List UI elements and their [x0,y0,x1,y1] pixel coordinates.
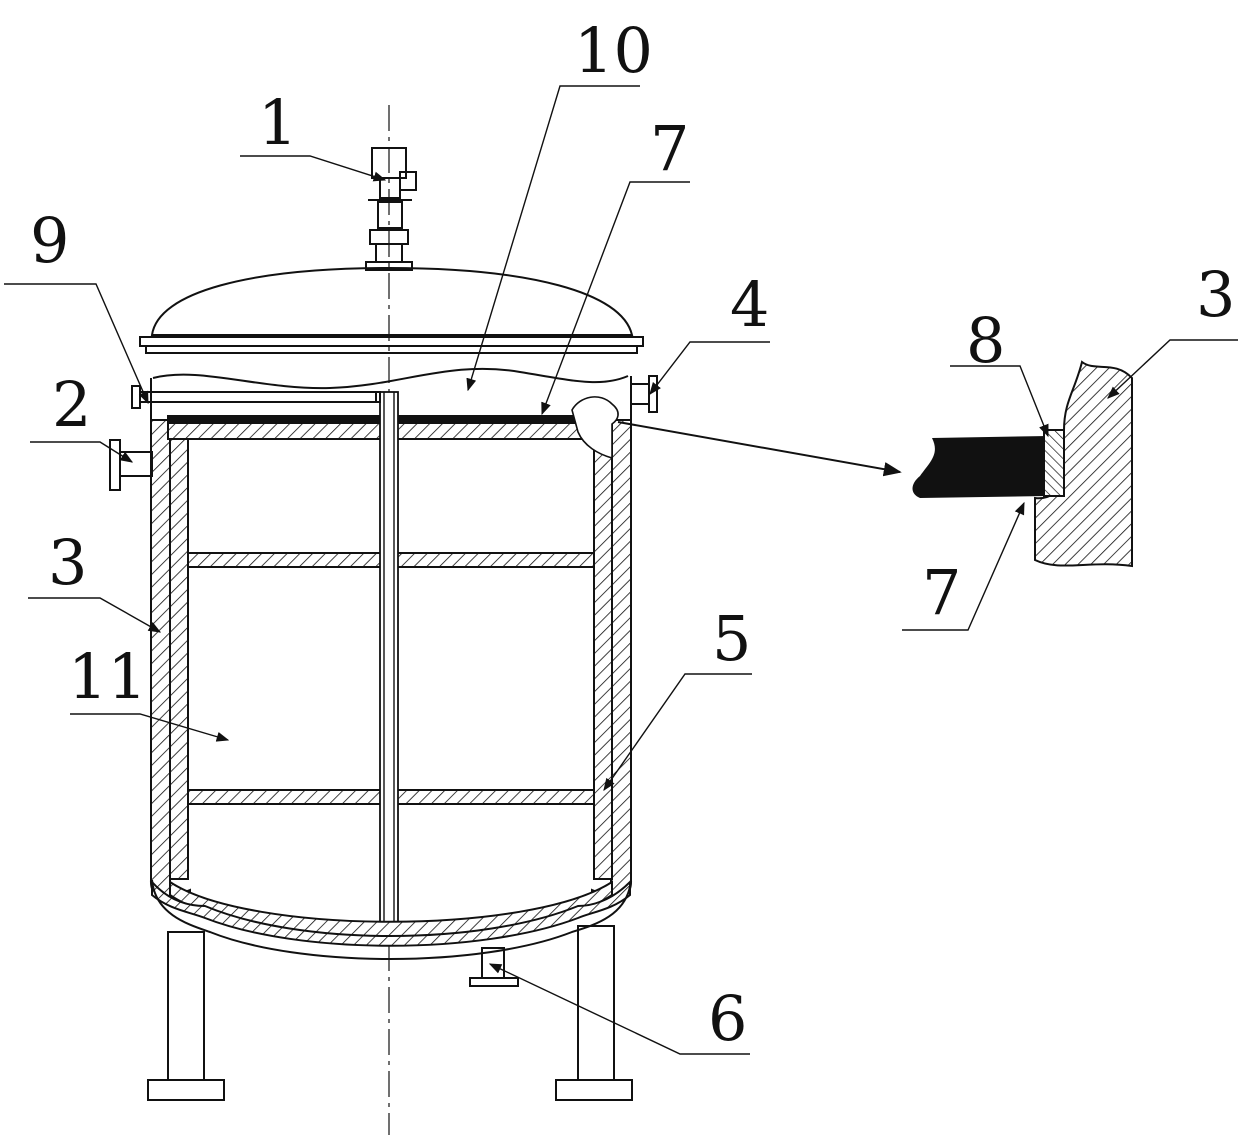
label-4: 4 [730,268,769,341]
label-detail-8: 8 [966,304,1005,377]
label-9: 9 [30,204,69,277]
label-7: 7 [650,112,689,185]
legs [147,925,633,1101]
label-10: 10 [574,14,653,87]
leaders [4,85,902,1055]
label-2: 2 [52,368,91,441]
detail-break [571,396,619,460]
inlet-pipe [109,439,153,491]
label-5: 5 [712,602,751,675]
label-detail-7: 7 [922,556,961,629]
pipe-9 [131,385,381,409]
outlet-pipe [469,947,519,987]
label-1: 1 [258,86,297,159]
bottom-outline [151,879,632,960]
label-6: 6 [708,982,747,1055]
upper-chamber-cutline [152,367,629,390]
label-detail-3: 3 [1196,258,1235,331]
agitator-shaft [379,391,399,923]
label-11: 11 [68,640,147,713]
detail-view [902,339,1238,631]
motor [365,147,417,271]
tank-head [139,266,644,354]
label-3: 3 [48,526,87,599]
nozzle-4 [630,375,658,413]
